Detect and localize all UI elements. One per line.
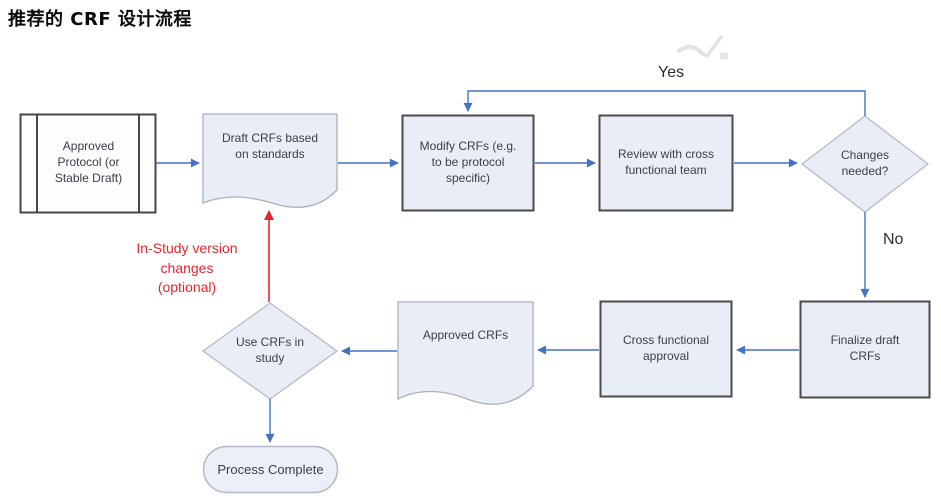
approved-protocol-shape (19, 113, 157, 214)
yes-edge-label: Yes (658, 64, 685, 81)
flow-connectors (156, 90, 870, 443)
finalize-draft-shape (799, 300, 931, 399)
draft-crfs-shape (202, 113, 338, 208)
modify-crfs-shape (401, 114, 535, 212)
no-edge-label: No (883, 231, 904, 248)
cross-approval-shape (599, 300, 733, 398)
in-study-changes-annotation: In-Study version changes (optional) (136, 240, 238, 296)
page-title: 推荐的 CRF 设计流程 (8, 9, 192, 30)
process-complete-shape (202, 445, 339, 494)
changes-needed-shape (800, 115, 930, 213)
use-crfs-shape (201, 302, 339, 400)
check-mark-watermark-icon (677, 35, 728, 59)
review-team-shape (598, 114, 734, 212)
approved-crfs-shape (397, 301, 534, 405)
edge-yes-loop (463, 90, 866, 116)
